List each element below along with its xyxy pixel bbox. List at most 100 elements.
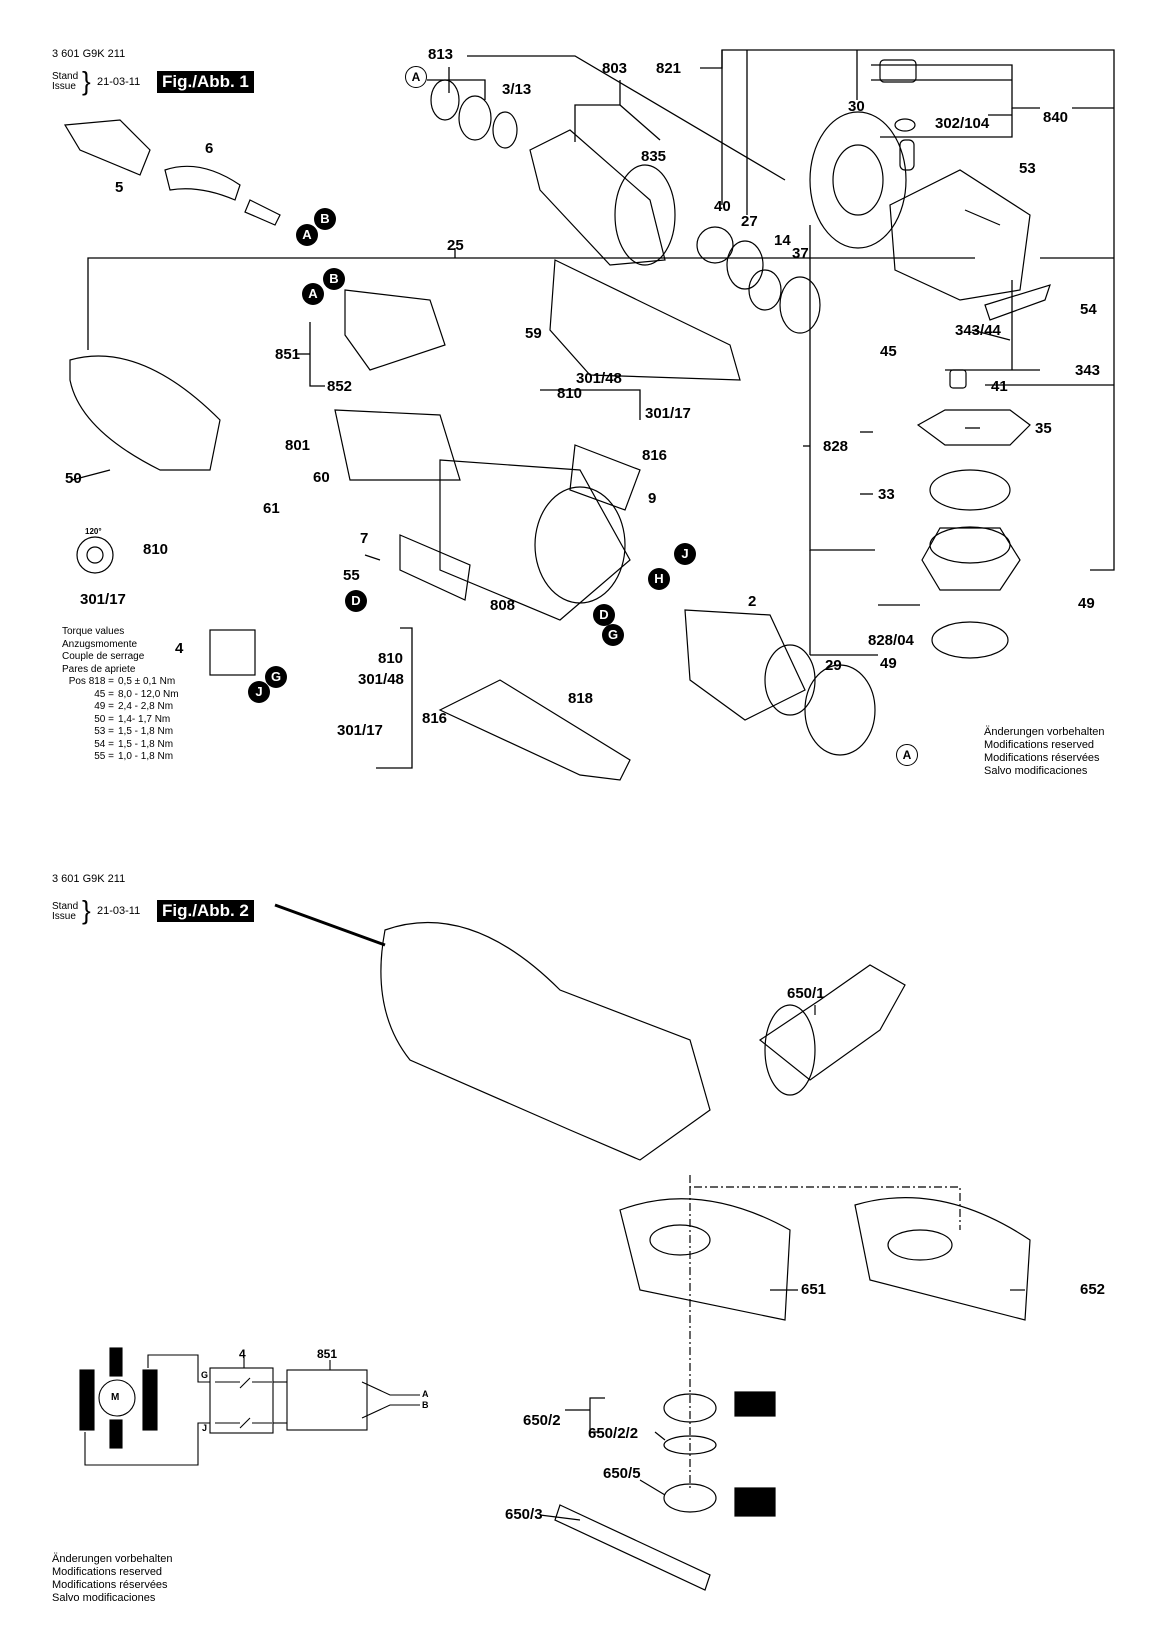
- part-label-5: 5: [115, 179, 124, 196]
- issue-label: Issue: [52, 911, 76, 922]
- leader-lines-fig1: [87, 49, 1115, 769]
- part-label-650-5: 650/5: [603, 1465, 641, 1482]
- line-b-label: B: [422, 1400, 429, 1410]
- part-label-61: 61: [263, 500, 280, 517]
- issue-date: 21-03-11: [97, 905, 141, 917]
- fig2-parts: [274, 903, 1031, 1591]
- part-label-813: 813: [428, 46, 454, 63]
- part-label-803: 803: [602, 60, 628, 77]
- part-label-9: 9: [648, 490, 657, 507]
- notice-de: Änderungen vorbehalten: [52, 1553, 173, 1565]
- part-label-41: 41: [991, 378, 1008, 395]
- part-label-650-2-2: 650/2/2: [588, 1425, 639, 1442]
- stand-label: Stand: [52, 901, 79, 912]
- part-label-302-104: 302/104: [935, 115, 990, 132]
- part-label-60: 60: [313, 469, 330, 486]
- line-a-label: A: [422, 1389, 429, 1399]
- marker-d: D: [593, 604, 615, 626]
- part-label-25: 25: [447, 237, 464, 254]
- fig1-parts: [63, 59, 1051, 781]
- marker-a-outline: A: [405, 66, 427, 88]
- document-number: 3 601 G9K 211: [52, 48, 126, 60]
- part-label-49-b: 49: [880, 655, 897, 672]
- part-label-59: 59: [525, 325, 542, 342]
- stand-issue-label: Stand Issue: [52, 902, 78, 922]
- part-label-821: 821: [656, 60, 682, 77]
- part-label-828: 828: [823, 438, 849, 455]
- part-label-652: 652: [1080, 1281, 1106, 1298]
- part-label-35: 35: [1035, 420, 1052, 437]
- torque-row: Pos 818 =0,5 ± 0,1 Nm: [68, 676, 176, 687]
- part-label-852: 852: [327, 378, 353, 395]
- angle-label: 120°: [85, 527, 102, 536]
- stand-issue-label: Stand Issue: [52, 72, 78, 92]
- part-label-30: 30: [848, 98, 865, 115]
- part-label-301-48-b: 301/48: [358, 671, 404, 688]
- wiring-diagram: [79, 1347, 420, 1466]
- marker-g: G: [265, 666, 287, 688]
- part-label-53: 53: [1019, 160, 1036, 177]
- brace-symbol: }: [82, 895, 91, 925]
- part-label-45: 45: [880, 343, 897, 360]
- part-label-49-a: 49: [1078, 595, 1095, 612]
- marker-a: A: [302, 283, 324, 305]
- torque-values-table: Torque values Anzugsmomente Couple de se…: [62, 626, 179, 764]
- part-label-810-c: 810: [378, 650, 404, 667]
- part-label-816-b: 816: [422, 710, 448, 727]
- notice-fr: Modifications réservées: [52, 1579, 168, 1591]
- marker-j: J: [674, 543, 696, 565]
- part-label-835: 835: [641, 148, 667, 165]
- part-label-301-17-a: 301/17: [645, 405, 691, 422]
- part-label-840: 840: [1043, 109, 1069, 126]
- torque-row: 53 =1,5 - 1,8 Nm: [94, 726, 174, 737]
- document-number: 3 601 G9K 211: [52, 873, 126, 885]
- torque-title-fr: Couple de serrage: [62, 651, 145, 662]
- part-label-50: 50: [65, 470, 82, 487]
- part-label-55: 55: [343, 567, 360, 584]
- torque-title-en: Torque values: [62, 626, 125, 637]
- part-label-343-44: 343/44: [955, 322, 1001, 339]
- torque-row: 55 =1,0 - 1,8 Nm: [94, 751, 174, 762]
- torque-row: 54 =1,5 - 1,8 Nm: [94, 738, 174, 750]
- part-label-301-17-b: 301/17: [80, 591, 126, 608]
- torque-row: 45 =8,0 - 12,0 Nm: [94, 688, 179, 700]
- notice-en: Modifications reserved: [984, 739, 1095, 751]
- terminal-j-label: J: [202, 1423, 208, 1433]
- brace-symbol: }: [82, 66, 91, 96]
- marker-a-outline: A: [896, 744, 918, 766]
- part-label-650-3: 650/3: [505, 1506, 543, 1523]
- part-label-816-a: 816: [642, 447, 668, 464]
- part-label-818: 818: [568, 690, 594, 707]
- part-label-650-2: 650/2: [523, 1412, 561, 1429]
- part-label-7: 7: [360, 530, 369, 547]
- notice-fr: Modifications réservées: [984, 752, 1100, 764]
- part-label-2: 2: [748, 593, 757, 610]
- part-label-808: 808: [490, 597, 516, 614]
- wiring-filter-label: 851: [317, 1347, 338, 1361]
- part-label-801: 801: [285, 437, 311, 454]
- part-label-810-b: 810: [143, 541, 169, 558]
- marker-d: D: [345, 590, 367, 612]
- figure-badge: Fig./Abb. 2: [157, 900, 254, 922]
- marker-a: A: [296, 224, 318, 246]
- part-label-650-1: 650/1: [787, 985, 825, 1002]
- part-label-14: 14: [774, 232, 791, 249]
- part-label-343: 343: [1075, 362, 1101, 379]
- motor-label: M: [111, 1392, 120, 1403]
- part-label-301-48-a: 301/48: [576, 370, 622, 387]
- torque-title-es: Pares de apriete: [62, 663, 136, 675]
- part-label-651: 651: [801, 1281, 827, 1298]
- stand-label: Stand: [52, 71, 79, 82]
- part-label-27: 27: [741, 213, 758, 230]
- notice-de: Änderungen vorbehalten: [984, 726, 1105, 738]
- part-label-851: 851: [275, 346, 301, 363]
- part-label-37: 37: [792, 245, 809, 262]
- part-label-810-a: 810: [557, 385, 583, 402]
- part-label-3-13: 3/13: [502, 81, 532, 98]
- part-label-40: 40: [714, 198, 731, 215]
- torque-title-de: Anzugsmomente: [62, 638, 138, 650]
- modifications-notice: Änderungen vorbehalten Modifications res…: [984, 726, 1104, 778]
- part-label-301-17-c: 301/17: [337, 722, 383, 739]
- notice-en: Modifications reserved: [52, 1566, 163, 1578]
